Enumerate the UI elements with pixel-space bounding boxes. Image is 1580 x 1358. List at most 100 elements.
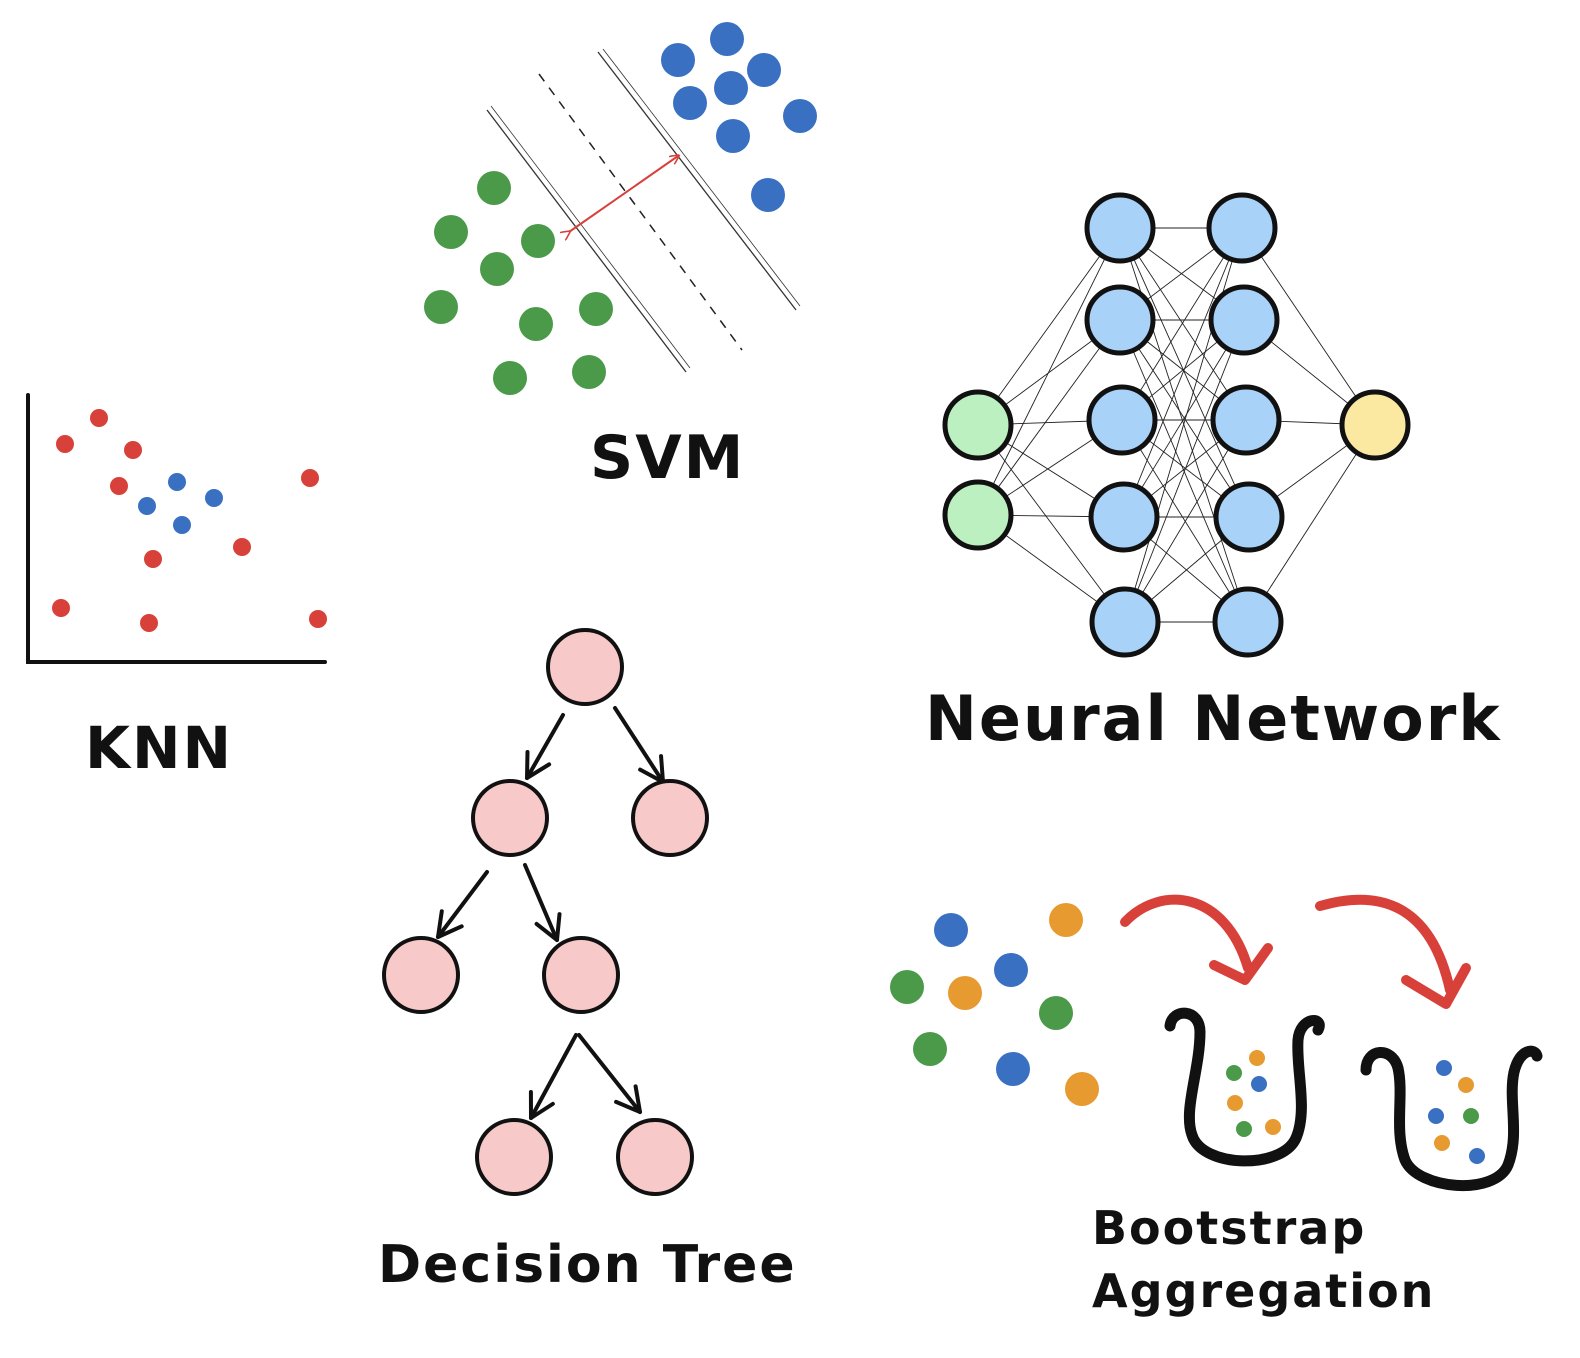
nn-node — [1339, 389, 1411, 461]
bag-icon-2 — [1360, 1045, 1543, 1191]
bootstrap-source-points — [890, 903, 1099, 1106]
svm-margin-line-left — [486, 109, 687, 373]
nn-connection — [977, 319, 1121, 516]
arrowhead-icon — [1209, 943, 1273, 985]
data-point — [996, 1052, 1030, 1086]
nn-node — [1088, 481, 1160, 553]
knn-axes — [26, 393, 327, 664]
data-point — [56, 435, 74, 453]
decision-tree-section: Decision Tree — [378, 628, 797, 1295]
data-point — [948, 976, 982, 1010]
tree-arrowhead — [534, 912, 562, 942]
data-point — [90, 409, 108, 427]
data-point — [934, 913, 968, 947]
nn-connection — [1119, 319, 1249, 623]
data-point — [1236, 1121, 1252, 1137]
svm-margin-arrow — [569, 156, 678, 232]
data-point — [716, 119, 750, 153]
tree-arrowhead — [614, 1084, 642, 1114]
data-point — [579, 292, 613, 326]
data-point — [233, 538, 251, 556]
data-point — [1458, 1077, 1474, 1093]
nn-node — [1210, 384, 1282, 456]
data-point — [477, 171, 511, 205]
bootstrap-label-line1: Bootstrap — [1092, 1201, 1366, 1255]
tree-node — [616, 1118, 694, 1196]
nn-node — [942, 389, 1014, 461]
data-point — [1436, 1060, 1452, 1076]
data-point — [519, 307, 553, 341]
data-point — [434, 215, 468, 249]
decision-tree-label: Decision Tree — [378, 1235, 797, 1295]
data-point — [783, 99, 817, 133]
nn-connection — [977, 424, 1126, 623]
nn-connection — [977, 227, 1121, 516]
tree-node — [471, 779, 549, 857]
curved-arrow-icon — [1120, 894, 1253, 973]
data-point — [1469, 1148, 1485, 1164]
neural-network-label: Neural Network — [925, 682, 1502, 755]
data-point — [751, 178, 785, 212]
data-point — [1428, 1108, 1444, 1124]
data-point — [124, 441, 142, 459]
nn-connection — [1119, 227, 1247, 421]
data-point — [309, 610, 327, 628]
nn-connection — [1124, 419, 1247, 623]
nn-node — [1212, 586, 1284, 658]
tree-arrow — [436, 870, 489, 939]
data-point — [710, 22, 744, 56]
tree-node — [475, 1118, 553, 1196]
data-point — [52, 599, 70, 617]
svm-label: SVM — [590, 423, 745, 493]
nn-node — [1084, 192, 1156, 264]
data-point — [890, 970, 924, 1004]
data-point — [747, 53, 781, 87]
tree-arrow — [529, 1033, 578, 1120]
arrowhead-icon-2 — [1401, 963, 1471, 1009]
nn-connection — [1123, 319, 1245, 518]
tree-arrow — [613, 706, 665, 784]
nn-connection — [1121, 227, 1243, 421]
tree-nodes — [382, 628, 709, 1196]
data-point — [138, 497, 156, 515]
nn-node — [1213, 481, 1285, 553]
data-point — [1039, 996, 1073, 1030]
nn-node — [942, 479, 1014, 551]
data-point — [173, 516, 191, 534]
data-point — [661, 43, 695, 77]
svm-section: SVM — [424, 22, 817, 493]
tree-node — [546, 628, 624, 706]
data-point — [140, 614, 158, 632]
tree-node — [542, 936, 620, 1014]
data-point — [301, 469, 319, 487]
bag-points — [1226, 1050, 1485, 1164]
data-point — [994, 953, 1028, 987]
nn-node — [1206, 192, 1278, 264]
data-point — [1251, 1076, 1267, 1092]
tree-node — [382, 936, 460, 1014]
bootstrap-label-line2: Aggregation — [1092, 1264, 1435, 1318]
data-point — [1227, 1095, 1243, 1111]
tree-arrow — [525, 713, 565, 780]
nn-nodes — [942, 192, 1411, 658]
svm-hyperplane — [538, 73, 743, 351]
data-point — [572, 355, 606, 389]
svm-points — [424, 22, 817, 395]
data-point — [1049, 903, 1083, 937]
data-point — [480, 252, 514, 286]
data-point — [1265, 1119, 1281, 1135]
tree-arrows — [436, 706, 665, 1120]
nn-connection — [1123, 227, 1243, 518]
knn-points — [52, 409, 327, 632]
tree-arrow — [523, 863, 559, 942]
data-point — [1434, 1135, 1450, 1151]
nn-node — [1084, 284, 1156, 356]
data-point — [1065, 1072, 1099, 1106]
nn-node — [1089, 586, 1161, 658]
tree-arrowhead — [638, 754, 665, 784]
curved-arrow-icon-2 — [1315, 894, 1455, 995]
data-point — [110, 477, 128, 495]
tree-arrow — [577, 1033, 642, 1114]
data-point — [205, 489, 223, 507]
